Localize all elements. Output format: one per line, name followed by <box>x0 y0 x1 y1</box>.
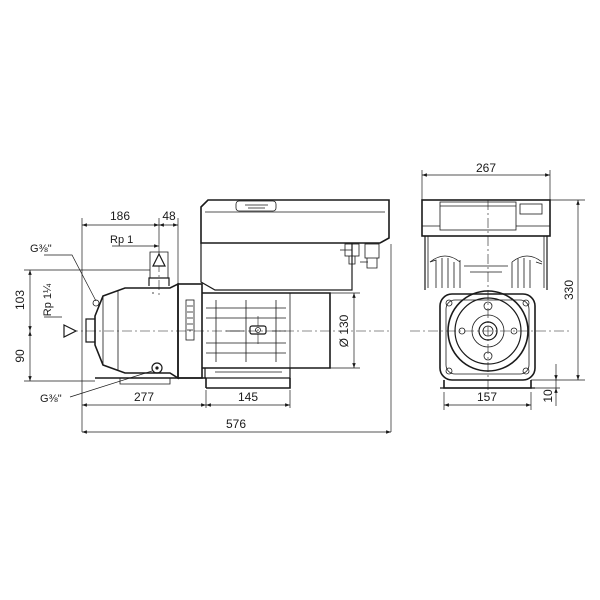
dim-90: 90 <box>13 349 27 363</box>
dim-145: 145 <box>238 390 258 404</box>
dim-10: 10 <box>541 389 555 403</box>
dim-48: 48 <box>162 209 176 223</box>
dim-576: 576 <box>226 417 246 431</box>
discharge-flow-arrow <box>152 252 166 267</box>
base-feet <box>95 377 291 389</box>
dim-157: 157 <box>477 390 497 404</box>
cooling-fins <box>429 255 543 288</box>
dim-277: 277 <box>134 390 154 404</box>
label-g38-drain: G⅜" <box>40 393 62 405</box>
label-g38-vent: G⅜" <box>30 243 52 255</box>
electronics-housing <box>200 199 390 291</box>
dim-diameter-130: Ø 130 <box>337 314 351 347</box>
side-view: 186 48 277 145 576 103 90 Ø 130 G⅜" Rp 1… <box>13 199 392 434</box>
dim-103: 103 <box>13 290 27 310</box>
dim-330: 330 <box>562 280 576 300</box>
base-front <box>440 380 535 389</box>
pump-body <box>85 251 179 380</box>
housing-front <box>421 199 551 290</box>
label-rp114-suction: Rp 1¼ <box>42 283 54 316</box>
pump-flange-front <box>439 293 536 381</box>
suction-flow-arrow <box>63 324 78 338</box>
end-view: 267 157 330 10 <box>410 161 585 410</box>
dim-186: 186 <box>110 209 130 223</box>
label-rp1-discharge: Rp 1 <box>110 234 133 246</box>
dim-267: 267 <box>476 161 496 175</box>
motor <box>202 292 331 379</box>
